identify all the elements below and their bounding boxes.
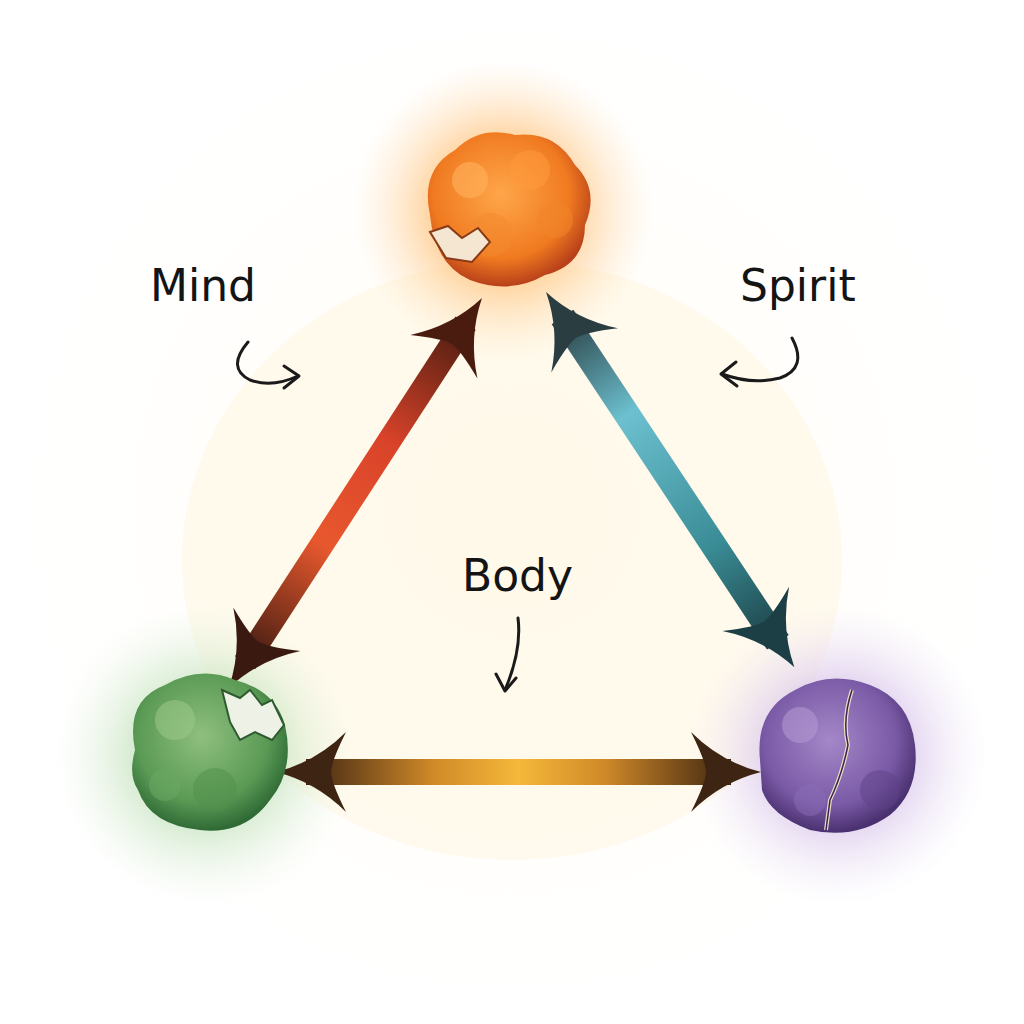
part-label: Mind: [150, 262, 256, 310]
orange-glow: [353, 60, 653, 360]
green-blob: [132, 674, 288, 831]
arrow-shaft: [306, 759, 731, 785]
orange-blob: [428, 132, 591, 286]
double-arrow: [276, 732, 761, 812]
arrow-head: [722, 587, 827, 690]
arrow-head: [691, 732, 761, 812]
green-glow: [55, 605, 355, 905]
part-label: Spirit: [740, 262, 856, 310]
double-arrow: [195, 276, 515, 710]
double-arrow: [513, 270, 828, 689]
arrow-head: [410, 276, 515, 378]
arrow-head: [513, 270, 618, 373]
arrow-shaft: [552, 310, 789, 650]
pointer-arrow: [721, 338, 798, 386]
part-label: Body: [462, 552, 573, 600]
pointer-arrow: [496, 618, 519, 691]
arrow-shaft: [235, 317, 476, 670]
purple-glow: [688, 605, 988, 905]
pointer-arrow: [237, 342, 299, 388]
purple-blob: [759, 679, 915, 833]
